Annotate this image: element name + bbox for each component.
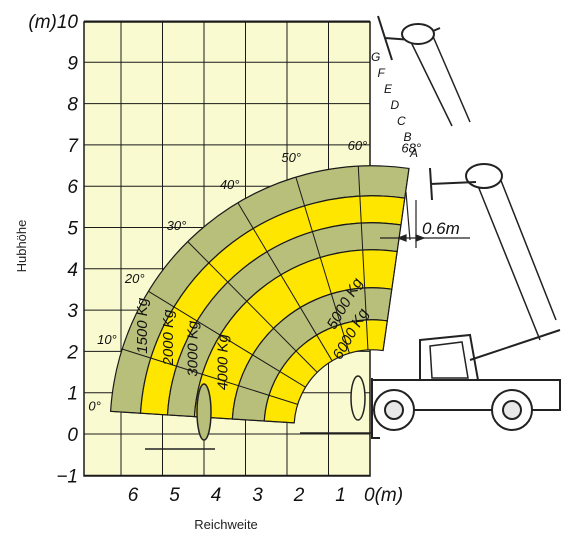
dimension-marker (380, 191, 470, 248)
fork-base-icon (145, 375, 373, 450)
x-tick-label: 4 (211, 485, 222, 506)
boom-position-letter: G (371, 50, 380, 64)
angle-line (357, 166, 369, 350)
y-tick-label: 2 (66, 342, 78, 363)
boom-position-letter: B (404, 130, 412, 144)
y-tick-label: 7 (67, 136, 79, 157)
y-tick-label: 0 (67, 425, 78, 446)
x-tick-label: 5 (169, 485, 180, 506)
y-axis-label: Hubhöhe (14, 220, 29, 273)
x-tick-label: 0(m) (364, 485, 403, 506)
angle-line (187, 241, 318, 373)
angle-label: 10° (97, 332, 117, 347)
angle-label: 68° (401, 141, 421, 156)
angle-line (122, 348, 298, 405)
x-axis-label: Reichweite (194, 517, 258, 532)
y-tick-label: 6 (67, 177, 78, 198)
x-tick-label: 3 (252, 485, 263, 506)
angle-line (148, 290, 306, 388)
angle-line (295, 176, 350, 354)
telehandler-illustration-icon (371, 15, 561, 439)
x-tick-label: 2 (293, 485, 305, 506)
angle-label: 50° (281, 150, 301, 165)
load-zones (109, 165, 410, 424)
load-zone-label: 2000 Kg (160, 309, 177, 367)
y-tick-label: −1 (56, 466, 78, 487)
y-axis-ticks: (m)10 9 8 7 6 5 4 3 2 1 0 −1 (28, 12, 79, 487)
y-tick-label: (m)10 (28, 12, 78, 33)
angle-line (382, 168, 410, 351)
angle-lines (110, 166, 410, 424)
y-tick-label: 4 (67, 260, 78, 281)
y-tick-label: 8 (67, 95, 78, 116)
boom-position-letter: E (384, 82, 393, 96)
x-tick-label: 6 (128, 485, 139, 506)
y-tick-label: 3 (67, 301, 78, 322)
angle-line (237, 202, 333, 362)
angle-label: 40° (220, 177, 240, 192)
load-zone-label: 4000 Kg (214, 334, 231, 391)
x-axis-ticks: 6 5 4 3 2 1 0(m) (128, 485, 403, 506)
angle-label: 60° (348, 138, 368, 153)
y-tick-label: 1 (67, 384, 78, 405)
angle-label: 30° (167, 218, 187, 233)
load-zone-label: 3000 Kg (185, 320, 202, 377)
load-zone-label: 1500 Kg (134, 297, 151, 354)
angle-labels: 0° 10° 20° 30° 40° 50° 60° 68° (88, 138, 421, 413)
boom-position-letter: A (409, 146, 418, 160)
boom-position-letter: C (397, 114, 406, 128)
boom-position-letter: D (391, 98, 400, 112)
y-tick-label: 9 (67, 53, 78, 74)
angle-label: 20° (124, 271, 145, 286)
boom-position-letter: F (378, 66, 386, 80)
x-tick-label: 1 (335, 485, 346, 506)
y-tick-label: 5 (67, 219, 78, 240)
dimension-label: 0.6m (422, 219, 460, 238)
angle-label: 0° (88, 398, 100, 413)
